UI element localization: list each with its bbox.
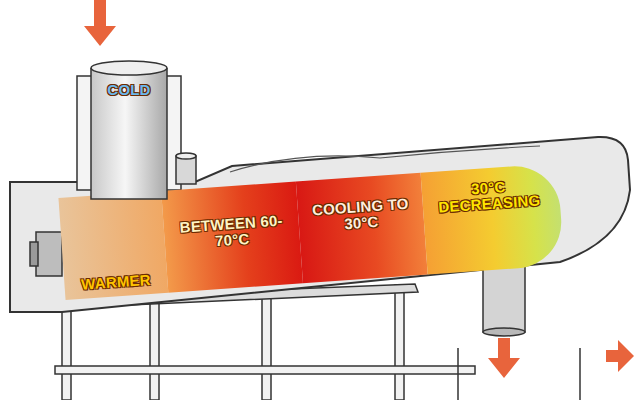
container [458, 348, 580, 400]
zone-label: 30°C DECREASING [427, 176, 550, 216]
end-cap [30, 232, 62, 276]
small-pipe [176, 153, 196, 184]
zone-label: COOLING TO 30°C [303, 195, 418, 234]
zone-label: BETWEEN 60-70°C [169, 212, 294, 252]
zone-band: BETWEEN 60-70°C [161, 182, 303, 293]
zone-label: COLD [107, 82, 150, 98]
output-pipe [483, 262, 525, 336]
hopper-outline [90, 60, 168, 200]
zone-band: COOLING TO 30°C [296, 173, 428, 283]
zone-label: WARMER [81, 272, 151, 293]
inlet-hopper: COLD [90, 60, 168, 200]
zone-band: 30°C DECREASING [421, 163, 565, 274]
flow-arrow [84, 0, 634, 378]
zone-band: WARMER [58, 191, 168, 300]
